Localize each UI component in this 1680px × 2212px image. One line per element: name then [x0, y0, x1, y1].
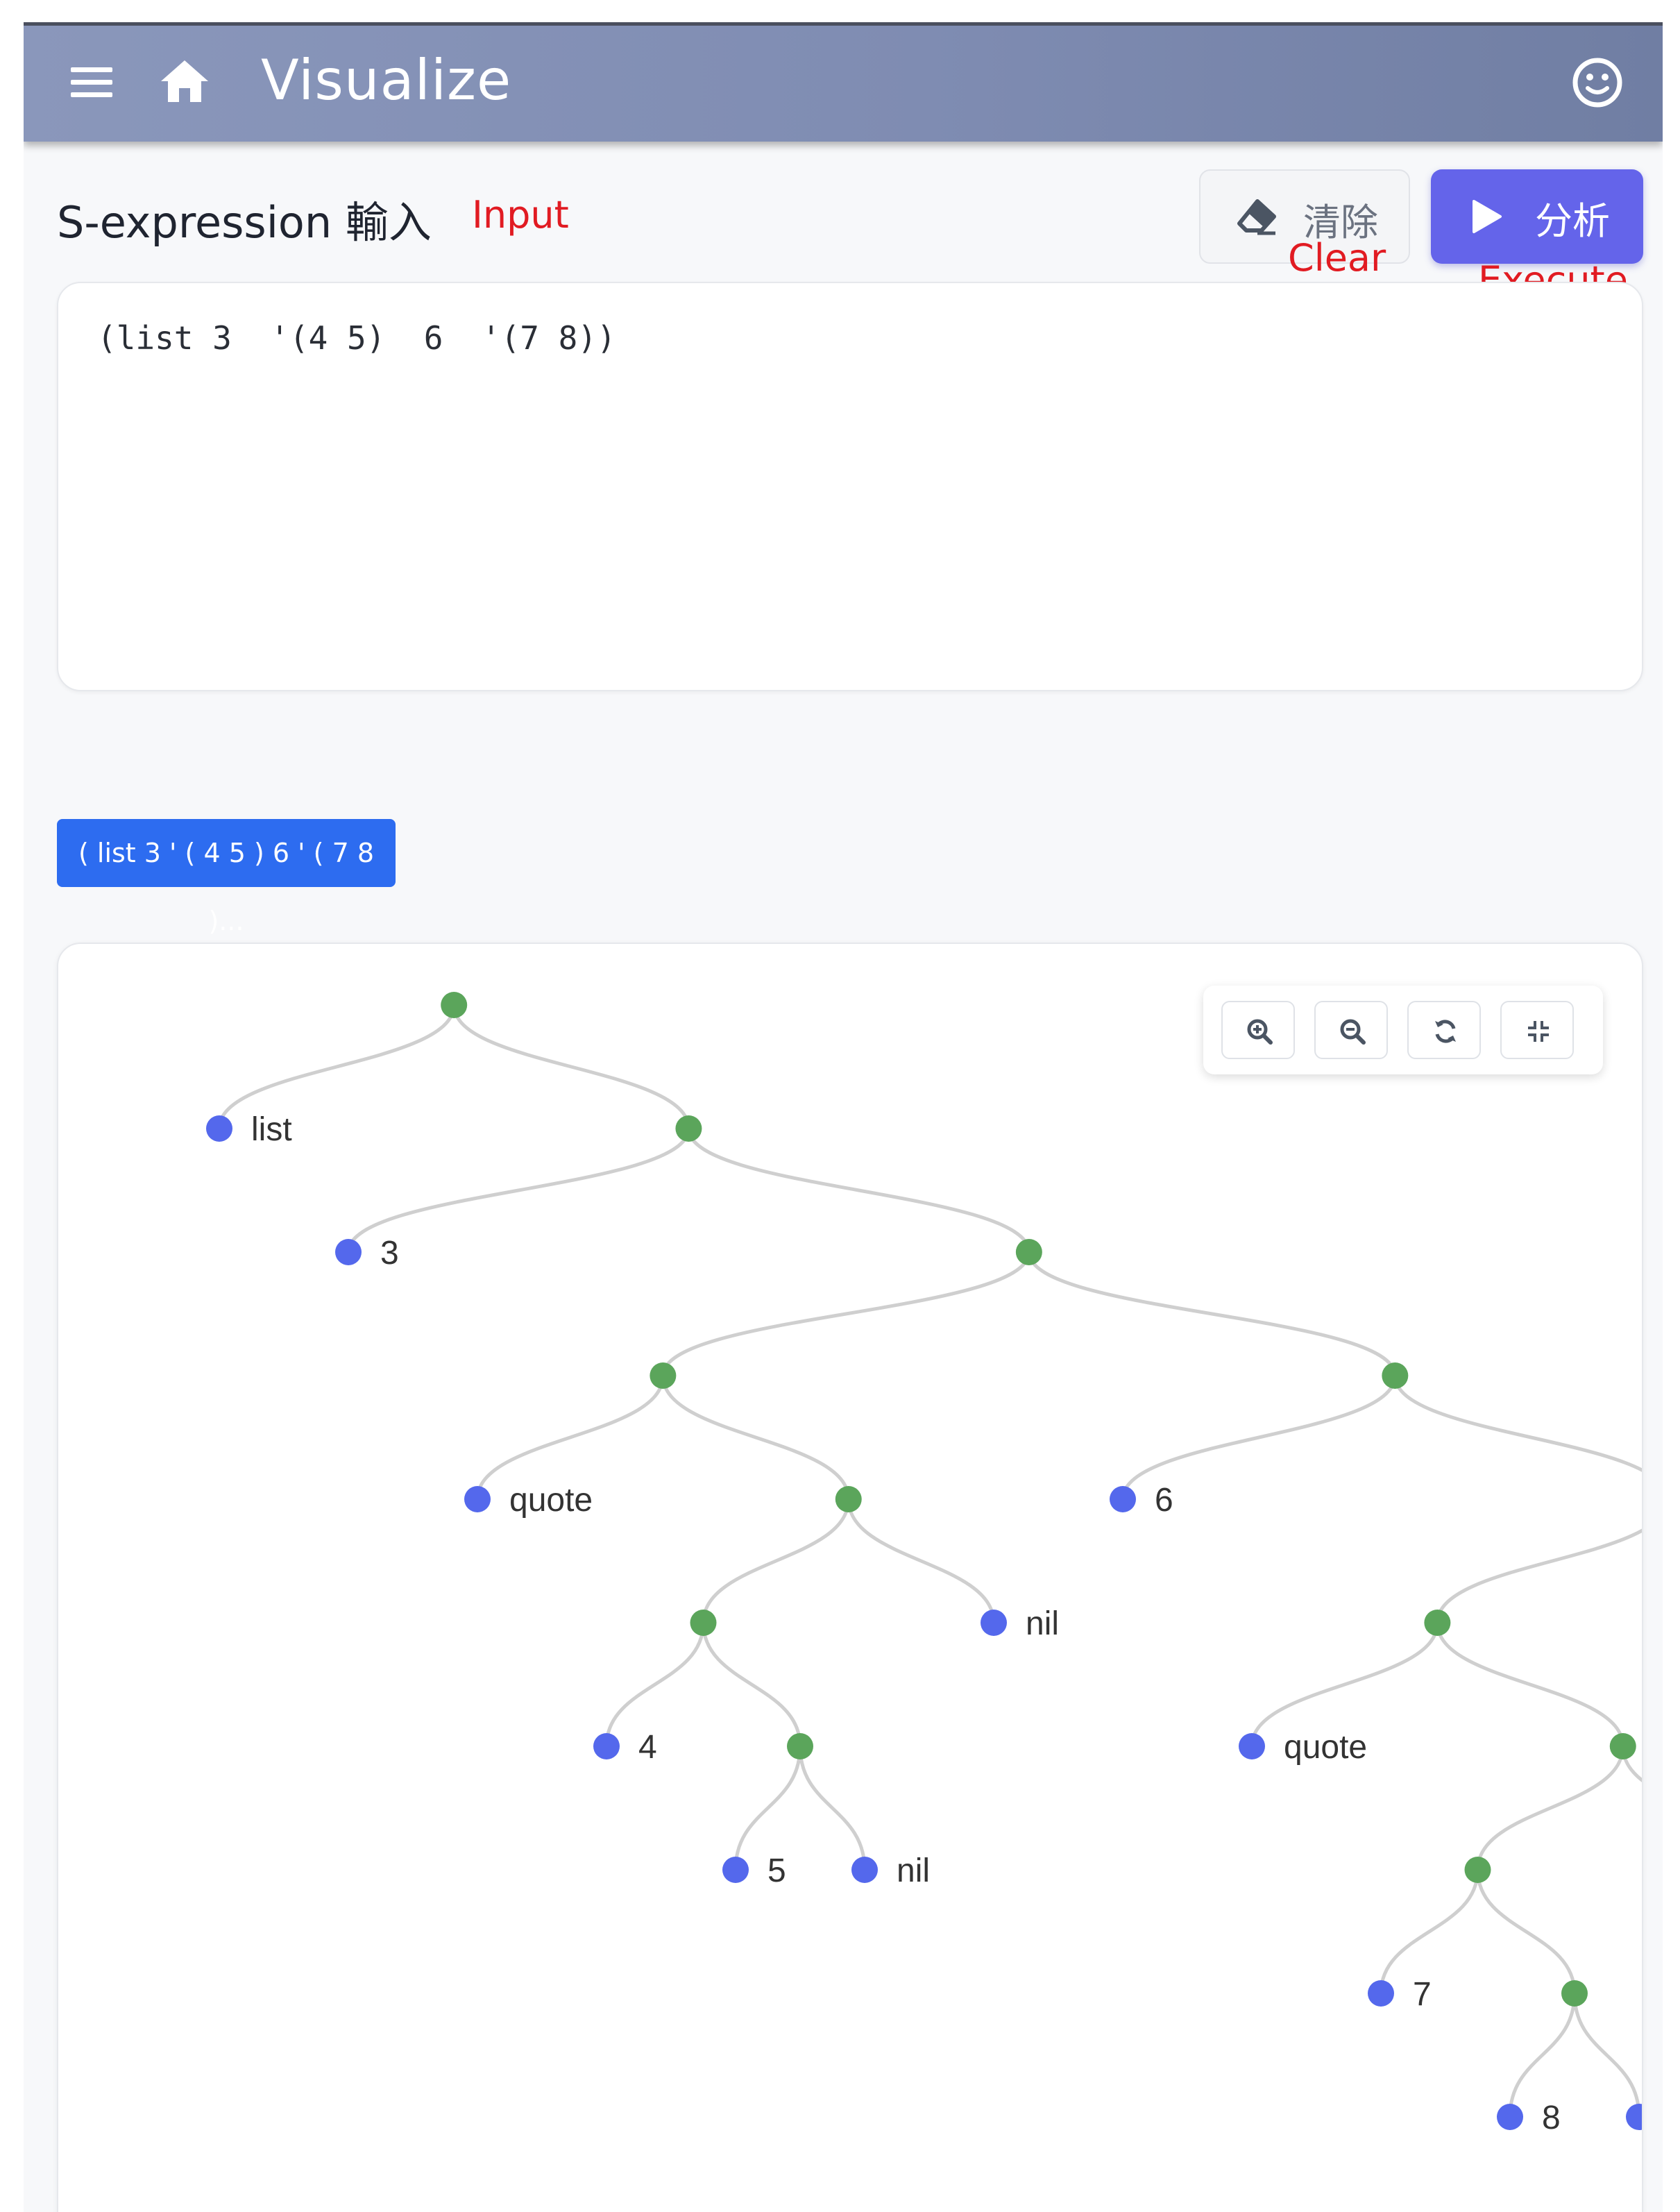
cons-node[interactable]: [441, 992, 468, 1018]
zoom-out-icon: [1340, 1019, 1366, 1045]
refresh-icon: [1435, 1020, 1456, 1043]
zoom-in-button[interactable]: [1221, 1001, 1295, 1059]
tree-diagram[interactable]: list3quote45nilnil6quote78nilnilnil: [58, 944, 1642, 2212]
atom-label: list: [251, 1111, 292, 1148]
atom-node[interactable]: [464, 1486, 491, 1512]
tree-edge: [604, 1622, 705, 1747]
tree-edge: [702, 1622, 802, 1747]
app-window: Visualize S-expression 輸入 Input 清除 Clear: [24, 22, 1663, 2212]
atom-label: quote: [1284, 1729, 1367, 1766]
compress-button[interactable]: [1500, 1001, 1574, 1059]
atom-label: 6: [1155, 1482, 1173, 1519]
tree-edge: [1250, 1622, 1439, 1747]
tree-edge: [1393, 1375, 1642, 1472]
tree-edge: [217, 1004, 456, 1129]
cons-node[interactable]: [650, 1362, 677, 1389]
zoom-out-button[interactable]: [1314, 1001, 1388, 1059]
atom-label: nil: [1026, 1605, 1059, 1642]
section-title: S-expression 輸入: [57, 197, 432, 248]
clear-button[interactable]: 清除: [1199, 169, 1410, 264]
cons-node[interactable]: [835, 1486, 862, 1512]
zoom-in-icon: [1247, 1019, 1273, 1045]
input-annotation: Input: [472, 193, 569, 237]
cons-node[interactable]: [690, 1610, 717, 1636]
atom-node[interactable]: [722, 1857, 749, 1883]
atom-label: nil: [897, 1852, 930, 1889]
atom-label: 3: [380, 1235, 399, 1272]
atom-label: 8: [1542, 2100, 1561, 2136]
tree-edge: [475, 1375, 665, 1500]
cons-node[interactable]: [1609, 1733, 1636, 1759]
eraser-icon: [1237, 199, 1277, 236]
cons-node[interactable]: [675, 1115, 702, 1142]
atom-node[interactable]: [1368, 1980, 1394, 2007]
tree-panel: list3quote45nilnil6quote78nilnilnil: [57, 943, 1643, 2212]
atom-node[interactable]: [1239, 1733, 1265, 1759]
play-icon: [1470, 199, 1503, 235]
refresh-button[interactable]: [1407, 1001, 1481, 1059]
tree-edge: [1572, 1993, 1641, 2118]
atom-node[interactable]: [1110, 1486, 1136, 1512]
cons-node[interactable]: [1464, 1857, 1491, 1883]
menu-icon[interactable]: [69, 63, 114, 102]
tree-edge: [798, 1746, 867, 1871]
atom-label: 4: [638, 1729, 657, 1766]
tree-edge: [1379, 1869, 1479, 1994]
tree-zoom-toolbar: [1203, 986, 1603, 1074]
app-title: Visualize: [261, 48, 512, 112]
tree-edge: [686, 1128, 1031, 1253]
tree-edge: [661, 1375, 851, 1500]
history-chip[interactable]: ( list 3 ' ( 4 5 ) 6 ' ( 7 8 )...: [57, 819, 396, 936]
tree-edge: [452, 1004, 690, 1129]
atom-label: 7: [1413, 1976, 1432, 2013]
tree-edge: [1027, 1251, 1397, 1376]
analyze-button[interactable]: 分析: [1431, 169, 1643, 264]
atom-node[interactable]: [981, 1610, 1007, 1636]
top-app-bar: Visualize: [24, 22, 1663, 142]
home-icon[interactable]: [160, 58, 210, 105]
tree-edge: [733, 1746, 802, 1871]
tree-edge: [1435, 1528, 1642, 1623]
cons-node[interactable]: [1424, 1610, 1451, 1636]
atom-label: quote: [509, 1482, 593, 1519]
expression-input-text[interactable]: (list 3 '(4 5) 6 '(7 8)): [97, 319, 616, 357]
expression-editor[interactable]: (list 3 '(4 5) 6 '(7 8)): [57, 282, 1643, 691]
atom-node[interactable]: [1497, 2104, 1523, 2130]
tree-edge: [1476, 1746, 1625, 1871]
atom-node[interactable]: [593, 1733, 620, 1759]
atom-node[interactable]: [335, 1239, 362, 1265]
atom-node[interactable]: [1626, 2104, 1642, 2130]
cons-node[interactable]: [787, 1733, 813, 1759]
atom-node[interactable]: [206, 1115, 232, 1142]
tree-edge: [346, 1128, 690, 1253]
tree-edge: [702, 1498, 851, 1623]
tree-edge: [661, 1251, 1031, 1376]
tree-edge: [1476, 1869, 1577, 1994]
tree-edge: [1121, 1375, 1397, 1500]
cons-node[interactable]: [1561, 1980, 1588, 2007]
cons-node[interactable]: [1015, 1239, 1042, 1265]
tree-edge: [1508, 1993, 1577, 2118]
atom-label: 5: [767, 1852, 786, 1889]
cons-node[interactable]: [1382, 1362, 1409, 1389]
clear-annotation: Clear: [1288, 236, 1386, 280]
clear-button-label: 清除: [1303, 201, 1378, 244]
smiley-icon[interactable]: [1571, 56, 1624, 109]
atom-node[interactable]: [851, 1857, 878, 1883]
tree-edge: [1435, 1622, 1625, 1747]
compress-icon: [1528, 1021, 1549, 1042]
tree-edge: [847, 1498, 996, 1623]
tree-edge: [1621, 1746, 1642, 1782]
analyze-button-label: 分析: [1535, 199, 1610, 243]
